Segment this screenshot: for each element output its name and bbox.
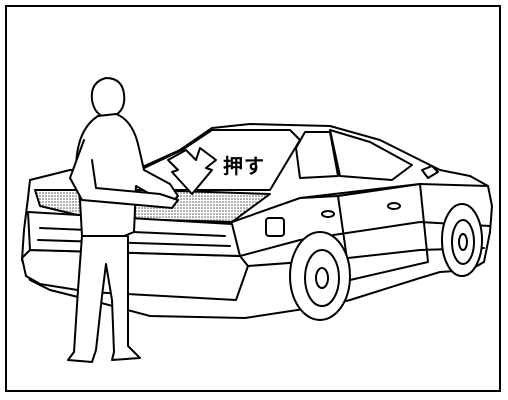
- person: [67, 77, 179, 363]
- down-arrow-icon: [167, 147, 217, 195]
- side-mirror: [421, 165, 439, 179]
- side-window-front: [329, 129, 413, 181]
- illustration-frame: [5, 5, 501, 392]
- push-label: 押す: [223, 154, 265, 178]
- side-window-rear: [295, 131, 339, 179]
- front-wheel: [441, 203, 483, 277]
- front-door: [337, 183, 429, 281]
